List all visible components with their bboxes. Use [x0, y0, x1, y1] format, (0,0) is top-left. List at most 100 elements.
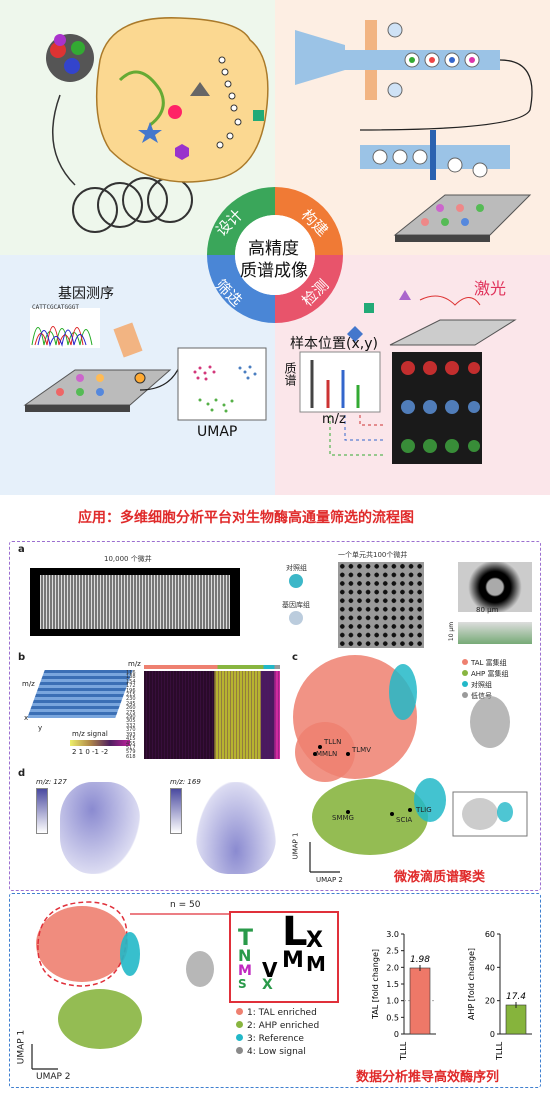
- sequence-logo: T N M S L M X M V X: [238, 909, 326, 993]
- axis-y: y: [38, 724, 43, 732]
- center-ring: [207, 187, 343, 323]
- axis-mz: m/z: [22, 680, 35, 688]
- legend2-swatch-ref: [236, 1034, 243, 1041]
- legend-label-control: 对照组: [471, 681, 492, 689]
- umap-label: UMAP: [197, 424, 238, 440]
- mz-value: 370: [126, 727, 136, 734]
- library-label: 基因库组: [282, 601, 310, 609]
- signal-label: m/z signal: [72, 730, 108, 738]
- umap-mini-plot: [177, 347, 267, 421]
- axis-x: x: [24, 714, 29, 722]
- well-side-view: [458, 622, 532, 644]
- legend-label-ahp: AHP 富集组: [471, 670, 509, 678]
- scale-10um: 10 μm: [448, 621, 456, 642]
- detection-plate: [389, 319, 517, 346]
- legend-swatch-tal: [462, 659, 468, 665]
- legend2-swatch-ahp: [236, 1021, 243, 1028]
- heatmap-top-bar: [144, 665, 280, 669]
- point-tlmv: TLMV: [352, 746, 372, 754]
- legend-label-low: 低信号: [471, 692, 492, 700]
- data-label: 17.4: [506, 992, 526, 1002]
- mz-value: 215: [126, 692, 136, 699]
- y-tick-label: 0: [490, 1030, 495, 1039]
- mz-value: 618: [126, 753, 136, 760]
- center-title-line1: 高精度: [248, 239, 299, 259]
- sequencing-trace: [30, 308, 100, 348]
- y-tick-label: 1.0: [386, 997, 399, 1006]
- data-label: 1.98: [410, 955, 430, 965]
- dna-sequence: CATTCGCATGGGT: [32, 304, 79, 311]
- legend-swatch-ahp: [462, 670, 468, 676]
- mz-value: 455: [126, 740, 136, 747]
- y-tick-label: 40: [485, 963, 495, 972]
- umap2-label: UMAP 2: [316, 876, 343, 884]
- protein-structure-icon: [46, 34, 94, 82]
- logo-box: [229, 911, 339, 1003]
- panel-label-c: c: [292, 652, 298, 663]
- point-scia: SCIA: [396, 816, 413, 824]
- legend2-item-tal: 1: TAL enriched: [236, 1008, 356, 1021]
- y-tick-label: 2.5: [386, 947, 399, 956]
- legend-swatch-control: [462, 681, 468, 687]
- umap-127: [60, 782, 140, 874]
- legend2-label-low: 4: Low signal: [247, 1047, 306, 1057]
- umap2-label-2: UMAP 2: [36, 1072, 71, 1082]
- y-tick-label: 1.5: [386, 980, 399, 989]
- y-tick-label: 0: [394, 1030, 399, 1039]
- mz-value: 196: [126, 687, 136, 694]
- legend2-label-ahp: 2: AHP enriched: [247, 1021, 320, 1031]
- colorbar-127: [36, 788, 48, 834]
- legend-item-low: 低信号: [462, 691, 538, 702]
- mz-value: 230: [126, 696, 136, 703]
- legend2-swatch-tal: [236, 1008, 243, 1015]
- y-tick-label: 20: [485, 997, 495, 1006]
- point-tlln: TLLN: [324, 738, 342, 746]
- control-label: 对照组: [286, 564, 307, 572]
- legend2-label-ref: 3: Reference: [247, 1034, 304, 1044]
- point-smmg: SMMG: [332, 814, 354, 822]
- scale-80um: 80 μm: [476, 606, 499, 614]
- heatmap: [144, 671, 280, 759]
- mz-value: 260: [126, 705, 136, 712]
- unit-grid: [338, 562, 424, 648]
- legend: TAL 富集组 AHP 富集组 对照组 低信号: [462, 658, 538, 702]
- legend-item-control: 对照组: [462, 680, 538, 691]
- legend2-label-tal: 1: TAL enriched: [247, 1008, 317, 1018]
- bar-tlll: [409, 967, 431, 1035]
- y-tick-label: 3.0: [386, 930, 399, 939]
- mz-value: 154: [126, 678, 136, 685]
- point-tlig: TLIG: [416, 806, 432, 814]
- point-mmln: MMLN: [316, 750, 338, 758]
- x-tick-label: TLLL: [399, 1041, 408, 1061]
- wells-label: 10,000 个微井: [104, 555, 152, 563]
- figure-caption: 应用：多维细胞分析平台对生物酶高通量筛选的流程图: [78, 510, 414, 526]
- plasmid-icon: [72, 177, 193, 233]
- y-tick-label: 60: [485, 930, 495, 939]
- x-tick-label: TLLL: [495, 1041, 504, 1061]
- legend2-item-ahp: 2: AHP enriched: [236, 1021, 356, 1034]
- laser-label: 激光: [474, 279, 507, 298]
- mz-value: 116: [126, 670, 136, 676]
- panel1-footer: 微液滴质谱聚类: [394, 870, 486, 885]
- center-title-line2: 质谱成像: [240, 261, 308, 281]
- mz-value: 393: [126, 731, 136, 738]
- colorbar-169: [170, 788, 182, 834]
- panel-label-a: a: [18, 544, 25, 555]
- mz-value: 517: [126, 744, 136, 751]
- y-axis-label: TAL [fold change]: [371, 949, 380, 1020]
- y-axis-label: AHP [fold change]: [467, 948, 476, 1020]
- n-label: n = 50: [170, 900, 201, 910]
- umap1-label: UMAP 1: [291, 832, 300, 860]
- mz-header: m/z: [128, 660, 141, 668]
- panel-label-d: d: [18, 768, 26, 779]
- mz-value: 245: [126, 700, 136, 707]
- legend2: 1: TAL enriched 2: AHP enriched 3: Refer…: [236, 1008, 356, 1060]
- mz-stack-icon: [27, 670, 133, 718]
- panel2-footer: 数据分析推导高效酶序列: [356, 1070, 500, 1085]
- mz127-label: m/z: 127: [36, 778, 67, 786]
- microfluidic-chip: [295, 30, 345, 85]
- mz-value: 172: [126, 683, 136, 690]
- legend2-item-ref: 3: Reference: [236, 1034, 356, 1047]
